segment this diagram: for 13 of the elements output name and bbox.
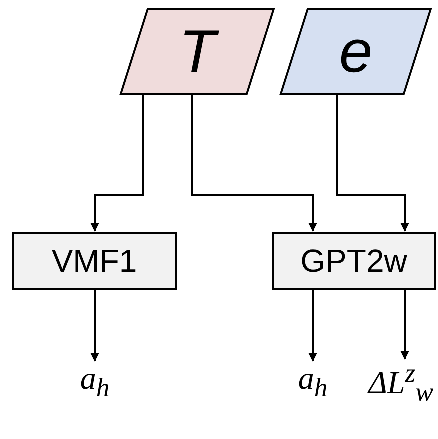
arrow [400, 290, 410, 360]
process-box [12, 232, 177, 290]
output-variable: a$_{h}$ [80, 362, 110, 402]
arrow [90, 290, 100, 362]
arrow [308, 290, 318, 362]
box-label: VMF1 [52, 242, 138, 280]
process-box [272, 232, 436, 290]
arrow [191, 95, 318, 232]
input-variable: e [339, 22, 373, 82]
arrow [336, 95, 410, 232]
output-variable: a$_{h}$ [298, 362, 328, 402]
arrow [90, 95, 144, 232]
box-label: GPT2w [300, 242, 408, 280]
